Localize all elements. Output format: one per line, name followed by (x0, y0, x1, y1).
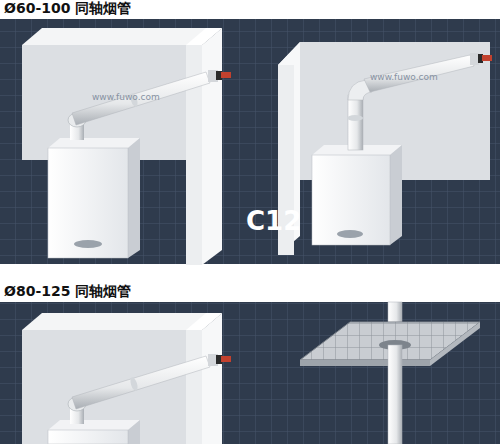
watermark: www.fuwo.com (92, 92, 160, 102)
wall-installation (22, 313, 231, 444)
watermark: www.fuwo.com (370, 72, 438, 82)
section-heading: Ø60-100 同轴烟管 (4, 0, 131, 18)
grid-panel (0, 19, 500, 264)
wall-installation (22, 28, 231, 265)
installation-code: C12 (246, 206, 301, 236)
wall-installation (278, 42, 492, 255)
grid-panel (0, 302, 500, 444)
section-heading: Ø80-125 同轴烟管 (4, 283, 131, 301)
roof-installation (300, 302, 480, 444)
